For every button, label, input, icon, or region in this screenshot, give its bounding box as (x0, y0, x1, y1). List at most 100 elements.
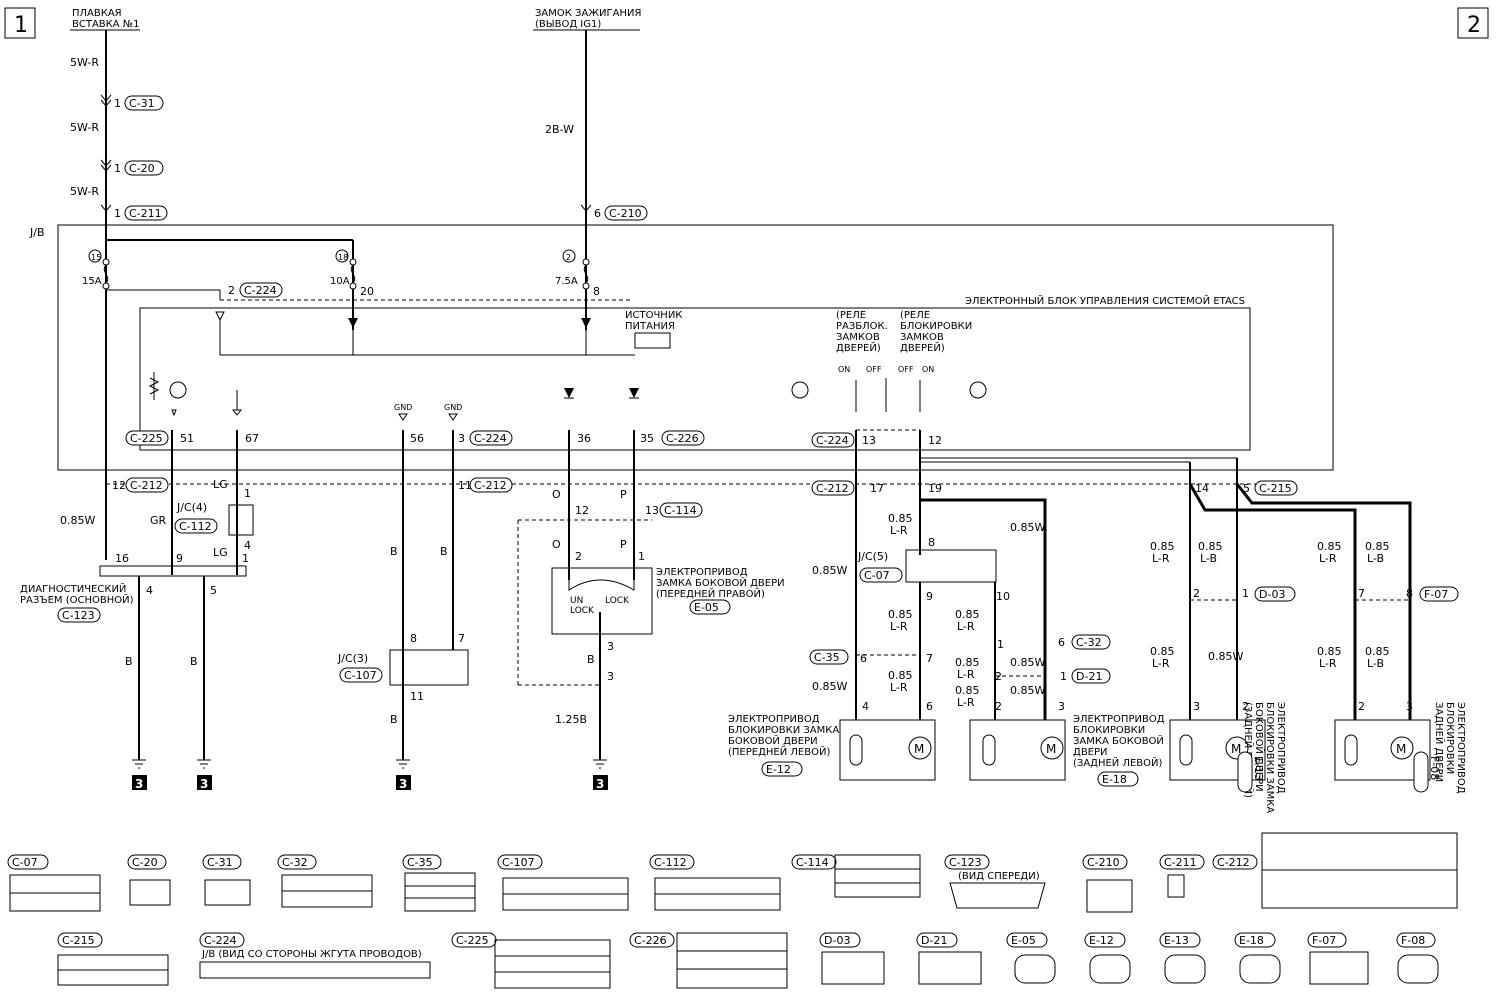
wire-label-lr-rr1: L-R (1152, 552, 1170, 565)
face-body-c226 (676, 932, 788, 989)
face-label-c112: C-112 (654, 856, 687, 869)
diode-fuse2 (581, 318, 591, 328)
diode-fuse18 (348, 318, 358, 328)
wire-label-b-56: B (390, 545, 398, 558)
pin-6-c32: 6 (1058, 636, 1065, 649)
connector-label-c123: C-123 (62, 609, 95, 622)
actuator-f08-text-line: ЗАДНЕЙ ДВЕРИ (1433, 702, 1446, 782)
wire-label-5wr-2: 5W-R (70, 121, 99, 134)
face-body-c211 (1167, 874, 1185, 898)
connector-tag-c225 (125, 430, 169, 446)
wire-label-085w-rr: 0.85W (1208, 650, 1243, 663)
face-view-harness: J/B (ВИД СО СТОРОНЫ ЖГУТА ПРОВОДОВ) (201, 949, 422, 960)
face-body-c210 (1086, 879, 1133, 913)
pin-8-jc5: 8 (928, 536, 935, 549)
ignition-label: ЗАМОК ЗАЖИГАНИЯ(ВЫВОД IG1) (535, 8, 641, 30)
connector-label-c224-right: C-224 (816, 434, 849, 447)
wire-label-085w-fl2: 0.85W (812, 680, 847, 693)
face-tag-c114 (791, 854, 837, 870)
actuator-f08-motor (1390, 736, 1414, 760)
face-tag-c20 (127, 854, 167, 870)
pin-2-e05: 2 (575, 550, 582, 563)
face-body-e18 (1239, 954, 1281, 984)
pin-4-jc4: 4 (244, 539, 251, 552)
wire-label-085-rr2: 0.85 (1198, 540, 1223, 553)
unlock-text: UN (570, 596, 583, 606)
actuator-rl-coil (982, 734, 996, 766)
fuse2-terminal-bottom (582, 282, 590, 290)
pin-1-d03: 1 (1242, 587, 1249, 600)
wire-label-lr-f1: L-R (1319, 552, 1337, 565)
wire-label-lr-top: L-R (890, 524, 908, 537)
face-body-e05 (1014, 954, 1056, 984)
pin-6-c35: 6 (860, 652, 867, 665)
face-label-c212: C-212 (1217, 856, 1250, 869)
face-tag-c112 (649, 854, 695, 870)
connector-tag-c114 (659, 502, 703, 518)
face-body-c20 (129, 879, 171, 906)
connector-label-c211: C-211 (129, 207, 162, 220)
pin-c224-top: 2 (228, 284, 235, 297)
actuator-rl-motor-m: M (1046, 742, 1056, 756)
ground-ref-box-2 (197, 775, 212, 790)
connector-face-c211: C-211 (1159, 854, 1205, 898)
face-tag-c211 (1159, 854, 1205, 870)
pin-6-e12: 6 (926, 700, 933, 713)
wire-label-p-bottom: P (620, 538, 627, 551)
face-label-f07: F-07 (1312, 934, 1336, 947)
wire-label-lr-fl: L-R (890, 681, 908, 694)
actuator-rr-motor-m: M (1231, 742, 1241, 756)
connector-label-c212-right: C-212 (816, 482, 849, 495)
pin-c210: 6 (594, 207, 601, 220)
etacs-terminal-51 (171, 409, 177, 417)
ground-ref-box-3 (396, 775, 411, 790)
pin-36: 36 (577, 432, 591, 445)
face-tag-f08 (1396, 932, 1436, 948)
connector-tag-c112 (174, 518, 218, 534)
pin-c20: 1 (114, 162, 121, 175)
face-body-f07 (1309, 951, 1369, 985)
ground-symbol-1 (132, 759, 146, 769)
fuse18-terminal-bottom (349, 282, 357, 290)
actuator-rl-text-line: БЛОКИРОВКИ (1073, 725, 1145, 736)
sheet-number-box-right (1457, 7, 1489, 39)
fuse-rating-10a: 10A (330, 276, 350, 287)
connector-face-f08: F-08 (1396, 932, 1439, 984)
actuator-switch-arc (568, 579, 635, 591)
pin-1-e05: 1 (638, 550, 645, 563)
face-body-c35 (404, 872, 476, 912)
face-label-c107: C-107 (502, 856, 535, 869)
connector-mark-c210 (580, 204, 592, 212)
joint-connector-jc3 (389, 649, 469, 686)
pin-5-diag: 5 (210, 584, 217, 597)
ground-ref-3: 3 (399, 777, 407, 791)
wire-label-085-d21b: 0.85 (955, 684, 980, 697)
pin-1-c32: 1 (997, 638, 1004, 651)
jc5-label: J/C(5) (857, 550, 888, 563)
wire-label-lr-f3: L-R (1319, 657, 1337, 670)
wire-label-085w-fl: 0.85W (812, 564, 847, 577)
wire-label-085w-left: 0.85W (60, 514, 95, 527)
wire-label-o-top: O (552, 488, 561, 501)
wire-label-085-rl: 0.85 (955, 608, 980, 621)
pin-3-c224: 3 (458, 432, 465, 445)
actuator-f08-coil (1344, 734, 1358, 766)
wire-label-085-f1: 0.85 (1317, 540, 1342, 553)
wire-label-gr: GR (150, 514, 167, 527)
connector-tag-c07 (859, 567, 903, 583)
connector-face-c114: C-114 (791, 854, 921, 898)
pin-4-diag: 4 (146, 584, 153, 597)
face-label-d03: D-03 (824, 934, 850, 947)
pin-2-d03: 2 (1193, 587, 1200, 600)
pin-9: 9 (176, 552, 183, 565)
pin-10-jc5: 10 (996, 590, 1010, 603)
pin-3-e13: 3 (1193, 700, 1200, 713)
connector-label-c31: C-31 (129, 97, 155, 110)
actuator-rear-right-box (1169, 719, 1266, 781)
face-tag-c226 (629, 932, 675, 948)
connector-mark-c31 (100, 94, 112, 107)
actuator-fl-text-line: (ПЕРЕДНЕЙ ЛЕВОЙ) (728, 745, 830, 758)
connector-label-d21: D-21 (1076, 670, 1102, 683)
connector-face-f07: F-07 (1307, 932, 1369, 985)
